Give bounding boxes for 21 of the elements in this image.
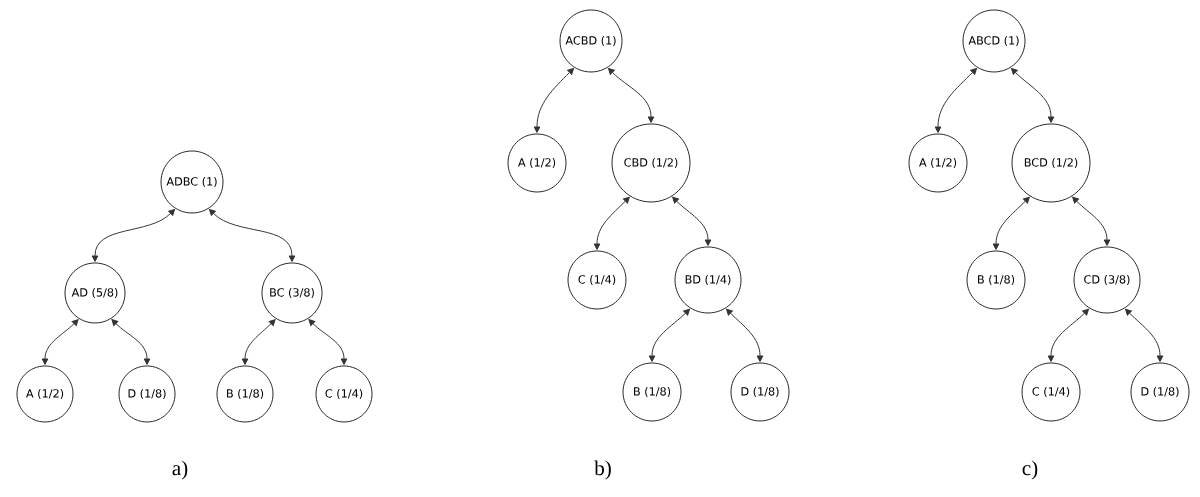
curved-arrow (608, 68, 655, 123)
curved-arrow (1011, 68, 1055, 123)
curved-arrow (992, 196, 1030, 250)
curved-arrow (209, 209, 296, 262)
panel-label: b) (594, 460, 611, 480)
curved-arrow (1125, 308, 1164, 362)
curved-arrow (593, 196, 630, 250)
panel-label: c) (1022, 460, 1038, 480)
curved-arrow (672, 196, 712, 246)
curved-arrow (648, 308, 690, 362)
curved-arrow (726, 308, 764, 362)
curved-arrow (111, 319, 151, 365)
curved-arrow (91, 209, 176, 262)
curved-arrow (1047, 308, 1089, 362)
curved-arrow (241, 319, 276, 365)
curved-arrow (308, 319, 348, 365)
panel-label: a) (172, 460, 188, 480)
curved-arrow (533, 68, 575, 133)
curved-arrow (1072, 196, 1111, 246)
curved-arrow (41, 319, 79, 365)
curved-arrow (934, 68, 978, 133)
